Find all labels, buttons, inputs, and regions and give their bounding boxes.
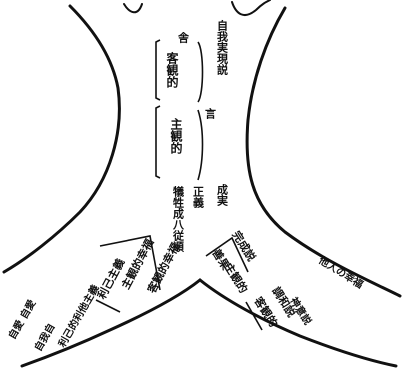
label-subjective-good: 主観的 — [221, 260, 250, 295]
label-self-love: 自愛 自愛 — [5, 297, 38, 341]
brace-left-2 — [96, 300, 120, 312]
label-self-self: 自我自 — [31, 321, 57, 353]
label-self-realization: 自我実現説 — [216, 19, 229, 76]
fork-right-inner — [200, 280, 396, 366]
brace-objective — [156, 40, 160, 100]
label-subjective: 主観的 — [169, 117, 183, 155]
trunk-right-edge — [247, 8, 400, 296]
label-others-happiness: 他人の幸福 — [316, 253, 366, 291]
top-notch-left — [124, 4, 142, 12]
trunk-left-edge — [4, 6, 119, 272]
label-yu: 言 — [204, 107, 217, 120]
brace-subjective — [156, 106, 160, 178]
label-right-path: 正義 — [192, 186, 205, 209]
top-notch-right — [232, 0, 270, 15]
label-perfection: 完成説 — [229, 228, 258, 263]
label-fulfillment: 成実 — [216, 183, 229, 207]
label-objective: 客観的 — [165, 51, 179, 89]
brace-subjective-right — [198, 110, 203, 180]
label-shi: 舎 — [177, 31, 190, 44]
label-egoistic-altruism: 利己的利他主義 — [55, 282, 101, 349]
brace-trunk-right — [198, 42, 203, 102]
